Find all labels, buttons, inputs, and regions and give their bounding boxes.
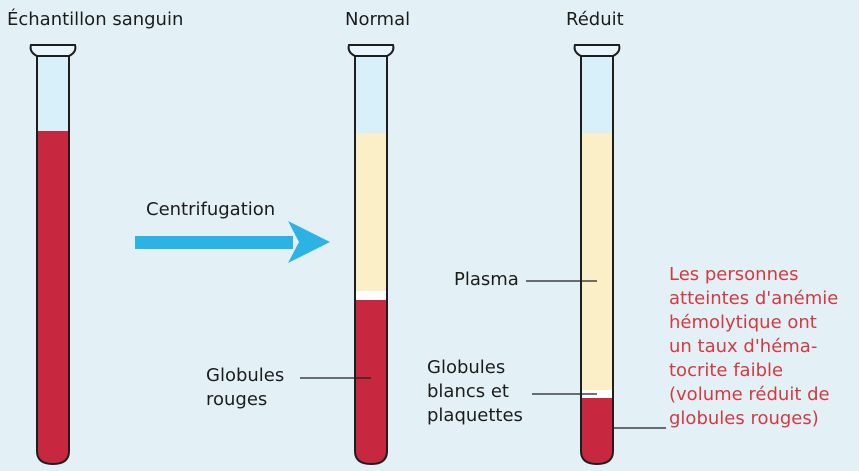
reduced-tube-label: Réduit bbox=[566, 8, 624, 32]
normal-tube bbox=[348, 45, 398, 471]
tube-rim bbox=[31, 45, 76, 56]
normal-tube-label: Normal bbox=[345, 8, 410, 32]
tube-rim bbox=[349, 45, 394, 56]
plasma-label: Plasma bbox=[454, 268, 519, 292]
red-cells-label: Globules rouges bbox=[206, 364, 284, 412]
sample-tube-label: Échantillon sanguin bbox=[7, 8, 183, 32]
centrifugation-label: Centrifugation bbox=[146, 198, 275, 222]
sample-tube bbox=[30, 45, 80, 471]
hemolytic-anemia-note: Les personnes atteintes d'anémie hémolyt… bbox=[669, 263, 838, 431]
centrifugation-arrow bbox=[135, 221, 330, 263]
white-cells-platelets-label: Globules blancs et plaquettes bbox=[427, 356, 523, 428]
reduced-tube bbox=[574, 45, 624, 471]
tube-rim bbox=[575, 45, 620, 56]
